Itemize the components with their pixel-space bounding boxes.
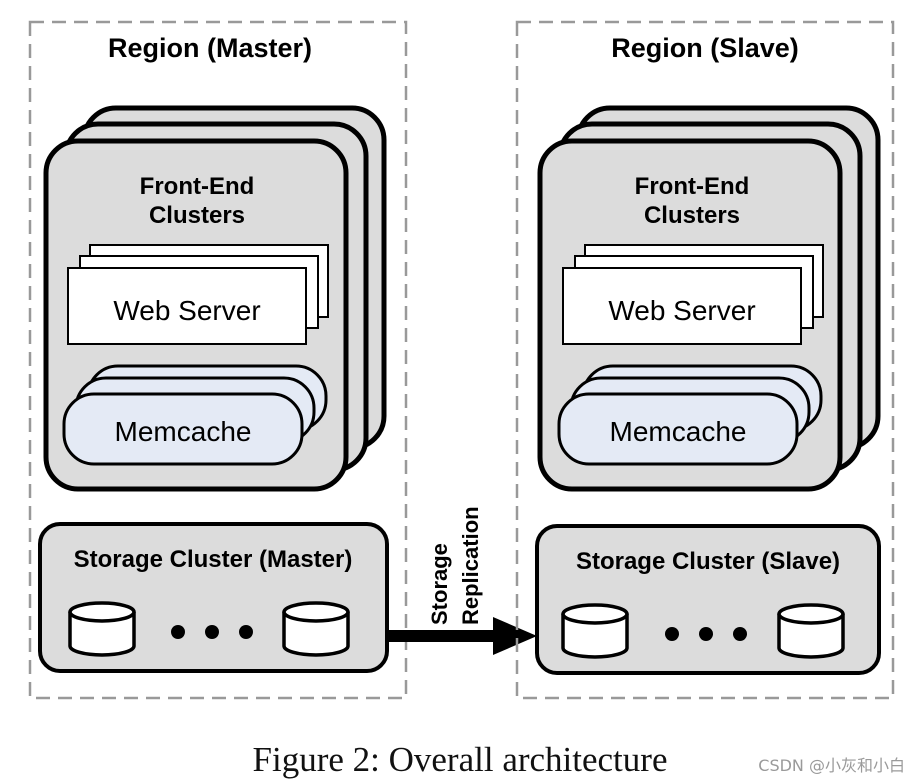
webserver-layer xyxy=(562,267,802,345)
webserver-label: Web Server xyxy=(608,295,755,326)
frontend-clusters-master: Front-End Clusters Web Server Memcache xyxy=(43,105,387,492)
region-master: Region (Master) Front-End Clusters Web S… xyxy=(28,20,408,700)
ellipsis-dots xyxy=(665,627,747,641)
frontend-clusters-slave: Front-End Clusters Web Server Memcache xyxy=(537,105,881,492)
memcache-layer xyxy=(62,392,304,466)
memcache-layer xyxy=(557,392,799,466)
frontend-clusters-label: Clusters xyxy=(149,202,245,229)
frontend-clusters-label: Front-End xyxy=(140,173,255,200)
storage-cluster-slave: Storage Cluster (Slave) xyxy=(535,524,881,675)
memcache-label: Memcache xyxy=(610,416,747,447)
database-icon xyxy=(68,601,136,657)
replication-label: Storage xyxy=(427,543,452,625)
database-icon xyxy=(561,603,629,659)
replication-label: Replication xyxy=(458,506,483,625)
database-icon xyxy=(777,603,845,659)
arrow-shaft xyxy=(387,630,497,642)
region-slave: Region (Slave) Front-End Clusters Web Se… xyxy=(515,20,895,700)
webserver-stack-slave: Web Server xyxy=(562,244,824,345)
memcache-stack-slave: Memcache xyxy=(557,364,823,466)
ellipsis-dots xyxy=(171,625,253,639)
frontend-clusters-label: Clusters xyxy=(644,202,740,229)
arrow-head xyxy=(493,617,537,655)
storage-cluster-label: Storage Cluster (Slave) xyxy=(576,548,840,575)
webserver-stack-master: Web Server xyxy=(67,244,329,345)
memcache-stack-master: Memcache xyxy=(62,364,328,466)
frontend-clusters-label: Front-End xyxy=(635,173,750,200)
webserver-label: Web Server xyxy=(113,295,260,326)
region-slave-title: Region (Slave) xyxy=(611,33,799,63)
storage-cluster-master: Storage Cluster (Master) xyxy=(38,522,389,673)
storage-replication-arrow: Storage Replication xyxy=(387,506,537,655)
database-icon xyxy=(282,601,350,657)
region-slave-border xyxy=(515,20,895,700)
region-master-title: Region (Master) xyxy=(108,33,312,63)
webserver-layer xyxy=(67,267,307,345)
region-master-border xyxy=(28,20,408,700)
storage-cluster-label: Storage Cluster (Master) xyxy=(74,546,353,573)
memcache-label: Memcache xyxy=(115,416,252,447)
watermark: CSDN @小灰和小白 xyxy=(758,756,905,775)
figure-caption: Figure 2: Overall architecture xyxy=(253,740,668,779)
